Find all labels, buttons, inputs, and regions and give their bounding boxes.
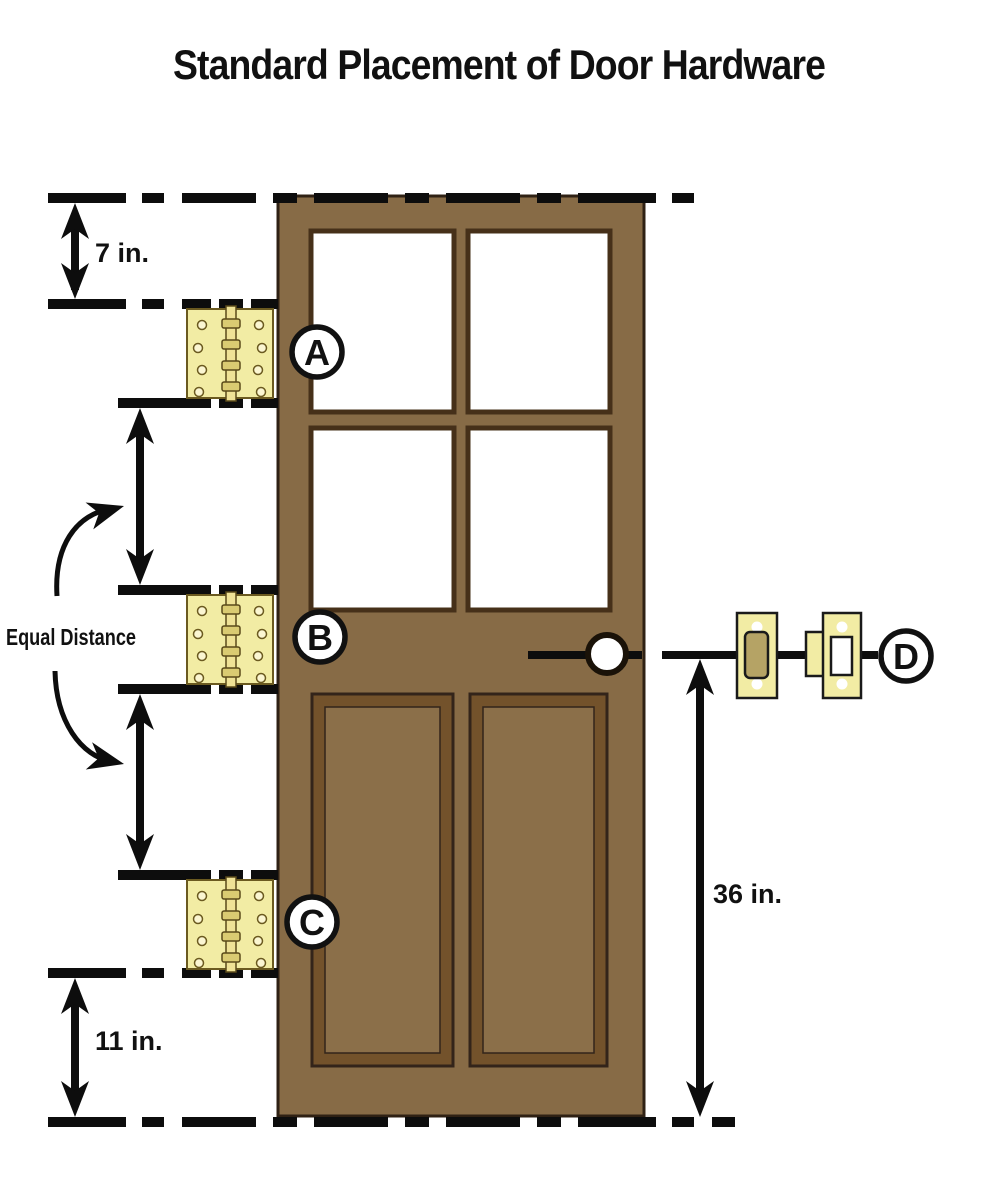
latch-screw-hole (751, 621, 763, 633)
dim-arrow-equal-upper (126, 408, 154, 585)
dimension-label-11in: 11 in. (95, 1026, 163, 1056)
hinge-c (186, 876, 274, 973)
page-title: Standard Placement of Door Hardware (173, 41, 825, 88)
dimension-label-36in: 36 in. (713, 879, 782, 909)
latch-screw-hole (751, 678, 763, 690)
equal-distance-pointer-upper (54, 492, 128, 597)
knob-circle (585, 632, 629, 676)
marker-a-label: A (304, 332, 330, 373)
strike-plate-lip (804, 630, 826, 678)
marker-b: B (292, 609, 348, 665)
latch-faceplate (735, 611, 779, 700)
marker-a-circle (289, 324, 345, 380)
door-knob (528, 632, 642, 676)
strike-opening (829, 635, 854, 677)
equal-distance-pointer-lower (52, 670, 128, 778)
strike-plate (804, 611, 863, 700)
door-window-top-right (465, 228, 613, 415)
hinge-a (186, 305, 274, 402)
strike-screw-hole (836, 678, 848, 690)
dim-arrow-36in (686, 659, 714, 1117)
strike-screw-hole (836, 621, 848, 633)
dim-arrow-equal-lower (126, 694, 154, 870)
door-window-bottom-left (308, 425, 457, 613)
hinge-b (186, 591, 274, 688)
door-panel-right (468, 692, 609, 1068)
marker-d-circle (878, 628, 934, 684)
dimension-label-equal-distance: Equal Distance (6, 624, 136, 650)
marker-c-label: C (299, 902, 325, 943)
marker-c-circle (284, 894, 340, 950)
latch-bolt (743, 630, 770, 680)
marker-c: C (284, 894, 340, 950)
dim-arrow-7in (61, 203, 89, 299)
door-window-top-left (308, 228, 457, 415)
marker-d-label: D (893, 636, 919, 677)
door-panel-face (324, 706, 441, 1054)
door-window-bottom-right (465, 425, 613, 613)
door (276, 194, 646, 1118)
marker-a: A (289, 324, 345, 380)
marker-b-circle (292, 609, 348, 665)
door-panel-left (310, 692, 455, 1068)
dimension-label-7in: 7 in. (95, 238, 149, 268)
door-panel-face (482, 706, 595, 1054)
marker-d: D (878, 628, 934, 684)
dim-arrow-11in (61, 978, 89, 1117)
marker-b-label: B (307, 617, 333, 658)
